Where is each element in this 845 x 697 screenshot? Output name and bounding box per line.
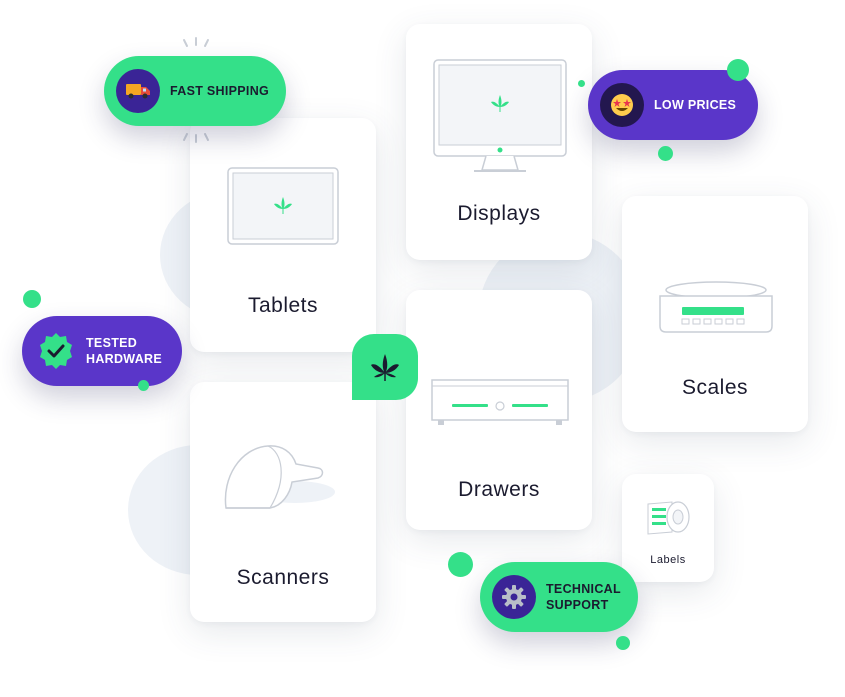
displays-label: Displays xyxy=(457,202,541,225)
fast-shipping-badge: FAST SHIPPING xyxy=(104,56,286,126)
technical-support-badge: TECHNICAL SUPPORT xyxy=(480,562,638,632)
scanner-illustration xyxy=(224,445,335,509)
tablets-label: Tablets xyxy=(247,294,319,317)
decor-dot xyxy=(448,552,473,577)
tablets-card[interactable]: Tablets xyxy=(190,118,376,352)
gear-icon xyxy=(492,575,536,619)
tested-hardware-badge: TESTED HARDWARE xyxy=(22,316,182,386)
technical-support-text-line1: TECHNICAL xyxy=(546,582,621,596)
drawers-card[interactable]: Drawers xyxy=(406,290,592,530)
drawers-label: Drawers xyxy=(458,478,540,501)
verified-check-icon xyxy=(36,331,76,371)
label-roll-illustration xyxy=(647,501,690,535)
scales-card[interactable]: Scales xyxy=(622,196,808,432)
scanners-card[interactable]: Scanners xyxy=(190,382,376,622)
tablet-illustration xyxy=(227,167,339,245)
technical-support-text-line2: SUPPORT xyxy=(546,598,609,612)
sparkle-lines xyxy=(183,37,209,143)
scanners-label: Scanners xyxy=(236,566,330,589)
cannabis-leaf-icon xyxy=(371,354,399,381)
cash-drawer-illustration xyxy=(431,379,569,425)
cannabis-leaf-icon xyxy=(491,95,509,112)
tested-hardware-text-line1: TESTED xyxy=(86,336,138,350)
tested-hardware-text-line2: HARDWARE xyxy=(86,352,163,366)
decor-dot xyxy=(616,636,630,650)
decor-dot xyxy=(727,59,749,81)
decor-dot xyxy=(658,146,673,161)
displays-card[interactable]: Displays xyxy=(406,24,592,260)
decor-dot xyxy=(23,290,41,308)
low-prices-badge: LOW PRICES xyxy=(588,70,758,140)
cannabis-leaf-icon xyxy=(274,197,292,214)
scale-illustration xyxy=(659,281,773,333)
star-struck-face-icon xyxy=(600,83,644,127)
display-illustration xyxy=(433,59,567,172)
scales-label: Scales xyxy=(681,376,749,399)
labels-card[interactable]: Labels xyxy=(622,474,714,582)
fast-shipping-text: FAST SHIPPING xyxy=(170,84,270,98)
decor-dot xyxy=(578,80,585,87)
cannabis-leaf-badge xyxy=(352,334,418,400)
labels-label: Labels xyxy=(650,554,686,566)
decor-dot xyxy=(138,380,149,391)
truck-icon xyxy=(116,69,160,113)
low-prices-text: LOW PRICES xyxy=(654,98,737,112)
